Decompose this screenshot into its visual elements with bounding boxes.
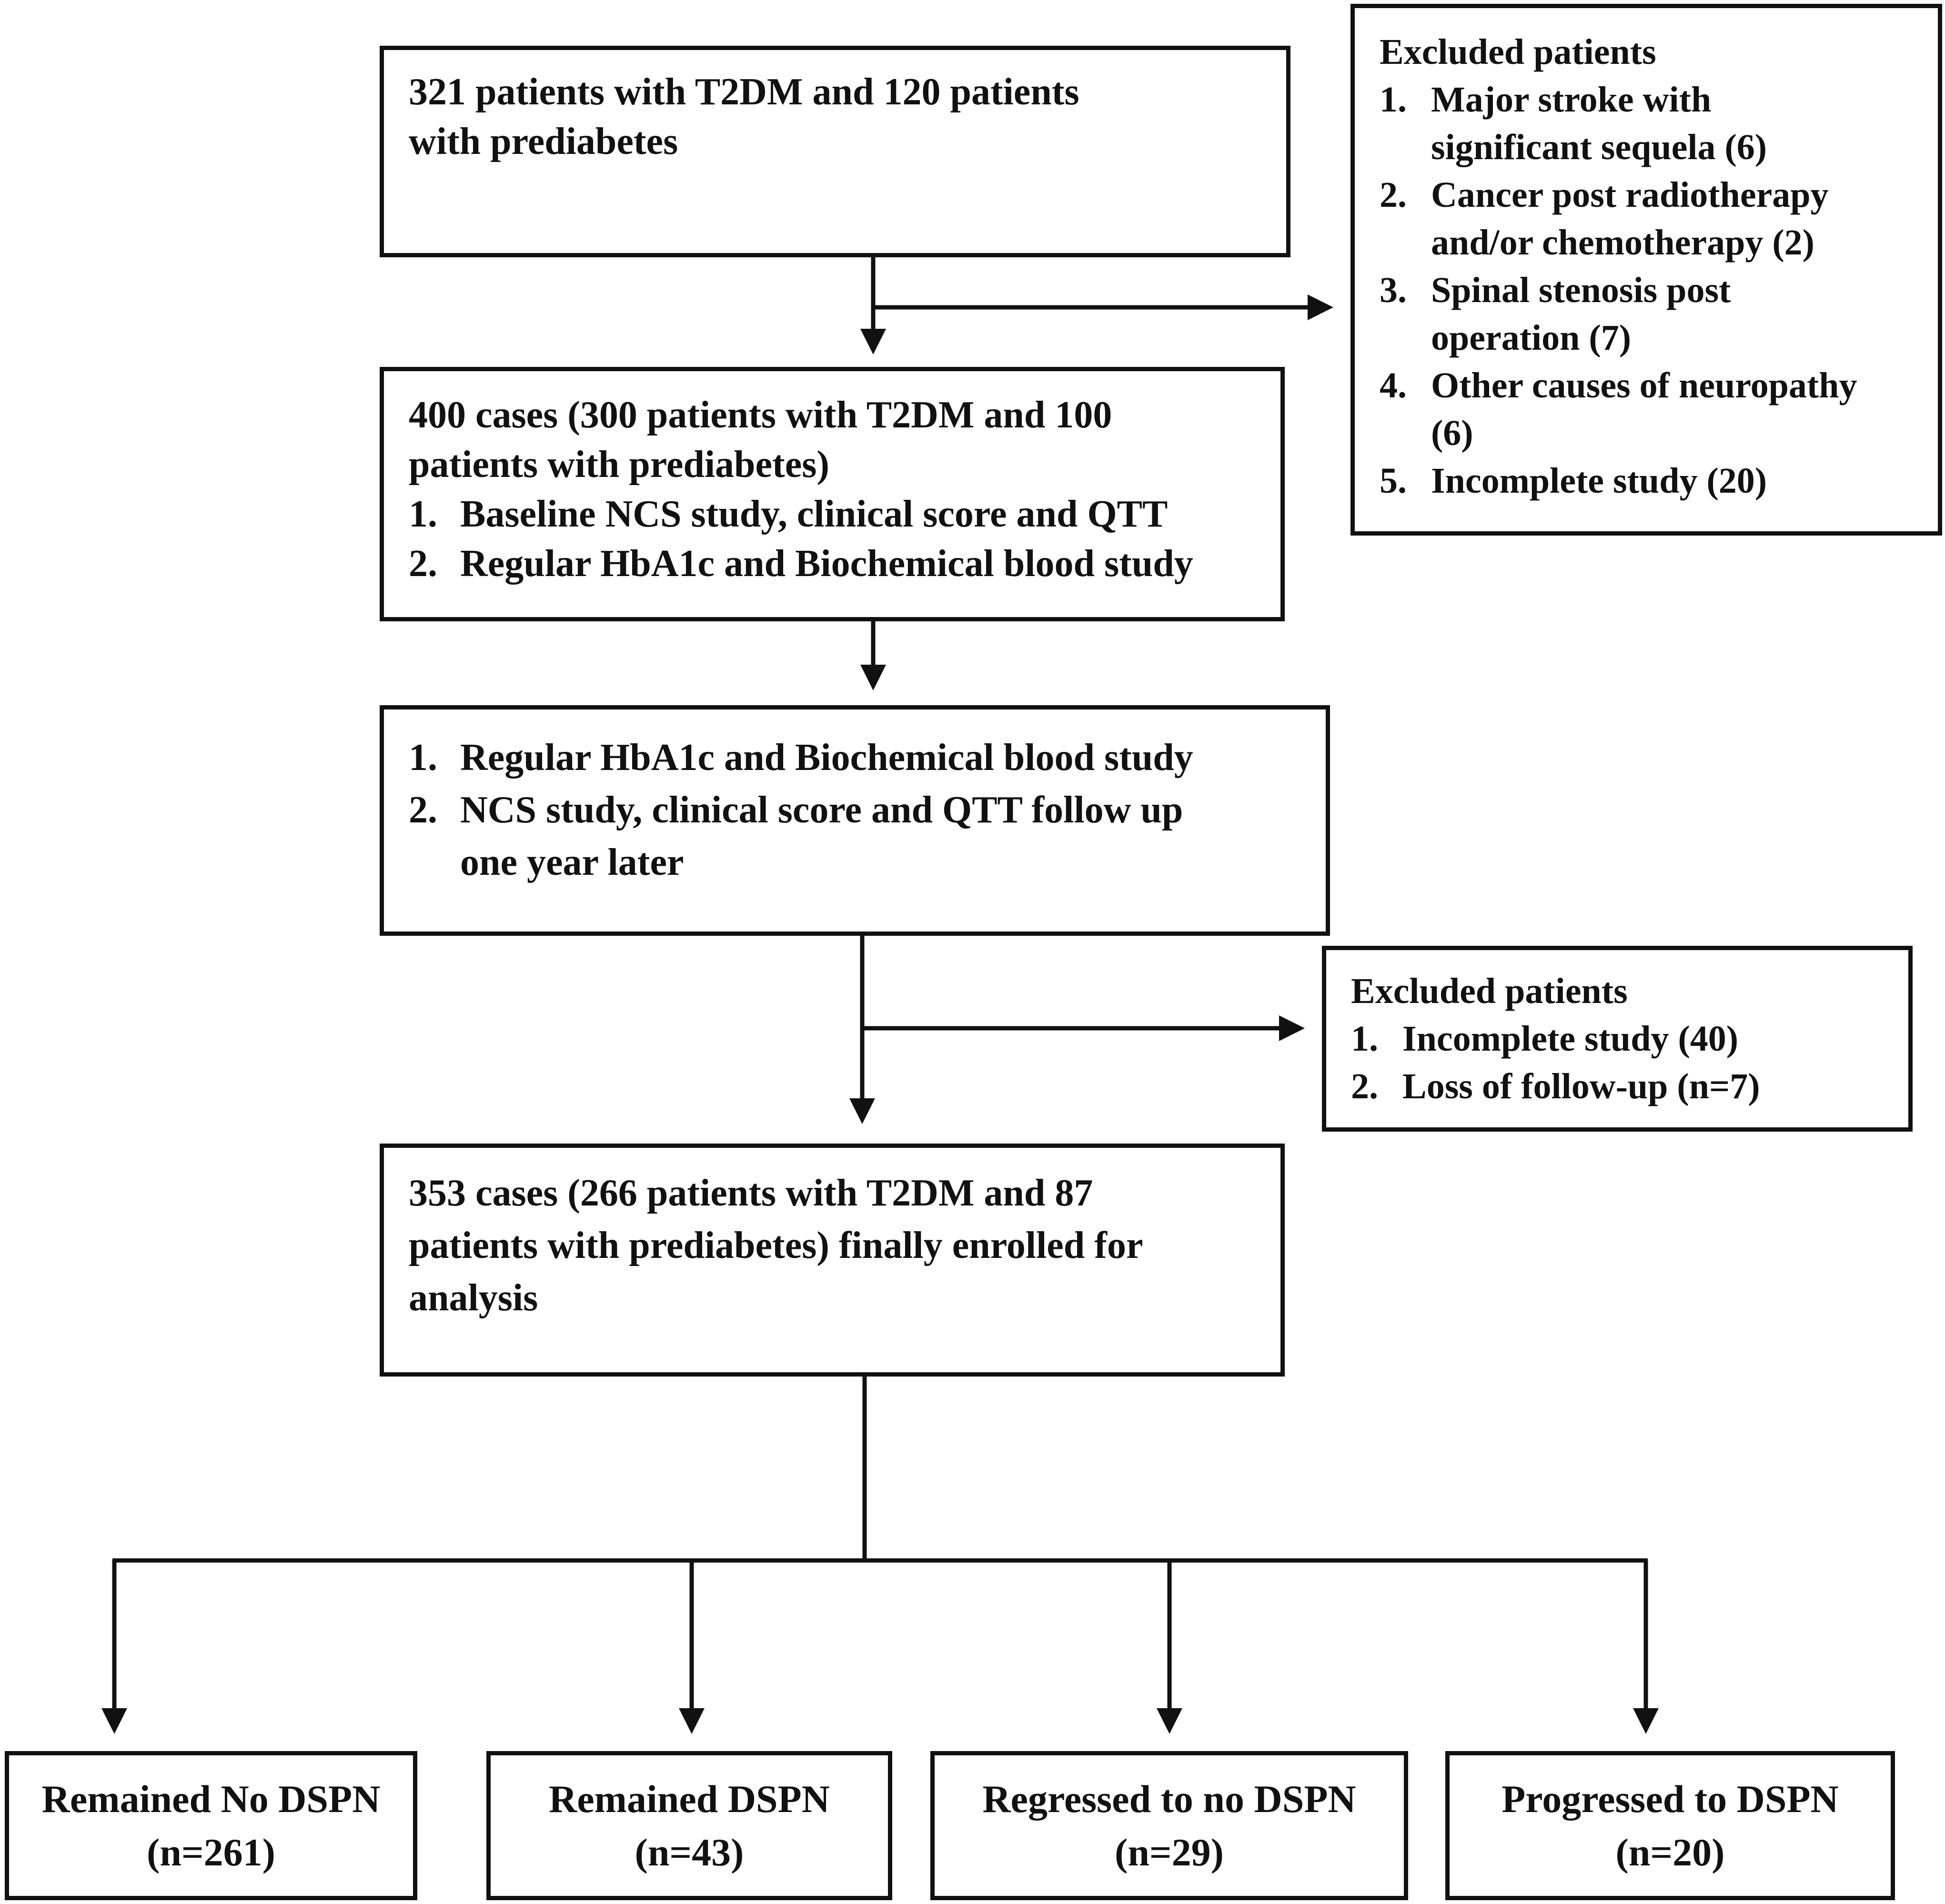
excluded-1-item-2: 2. Cancer post radiotherapy and/or chemo…	[1380, 175, 1829, 263]
followup-item-1: 1. Regular HbA1c and Biochemical blood s…	[409, 737, 1193, 779]
outcome-box-progressed-to-dspn: Progressed to DSPN (n=20)	[1445, 1751, 1895, 1900]
baseline-box: 400 cases (300 patients with T2DM and 10…	[380, 367, 1285, 621]
outcome-1-label: Remained No DSPN	[41, 1777, 381, 1821]
outcome-box-remained-dspn: Remained DSPN (n=43)	[486, 1751, 892, 1900]
excluded-1-item-4: 4. Other causes of neuropathy (6)	[1380, 365, 1857, 453]
excluded-2-list: 1. Incomplete study (40) 2. Loss of foll…	[1351, 1015, 1884, 1110]
start-line-1: 321 patients with T2DM and 120 patients	[409, 71, 1079, 113]
outcome-4-label: Progressed to DSPN	[1502, 1777, 1839, 1821]
excluded-patients-box-1: Excluded patients 1. Major stroke with s…	[1350, 4, 1942, 536]
excluded-1-item-5: 5. Incomplete study (20)	[1380, 461, 1767, 501]
outcome-1-count: (n=261)	[147, 1830, 275, 1874]
followup-box: 1. Regular HbA1c and Biochemical blood s…	[380, 705, 1330, 936]
enrolled-box: 353 cases (266 patients with T2DM and 87…	[380, 1144, 1285, 1377]
outcome-box-regressed-to-no-dspn: Regressed to no DSPN (n=29)	[930, 1751, 1408, 1900]
excluded-2-item-2: 2. Loss of follow-up (n=7)	[1351, 1066, 1760, 1106]
start-line-2: with prediabetes	[409, 121, 678, 162]
baseline-item-1: 1. Baseline NCS study, clinical score an…	[409, 493, 1168, 535]
outcome-3-count: (n=29)	[1115, 1830, 1224, 1874]
outcome-2-count: (n=43)	[635, 1830, 744, 1874]
outcome-3-label: Regressed to no DSPN	[982, 1777, 1356, 1821]
excluded-1-list: 1. Major stroke with significant sequela…	[1380, 76, 1913, 505]
baseline-list: 1. Baseline NCS study, clinical score an…	[409, 489, 1256, 588]
outcome-4-count: (n=20)	[1615, 1830, 1725, 1874]
enrolled-text: 353 cases (266 patients with T2DM and 87…	[409, 1172, 1143, 1319]
excluded-2-title: Excluded patients	[1351, 971, 1628, 1011]
outcome-box-remained-no-dspn: Remained No DSPN (n=261)	[5, 1751, 417, 1900]
followup-item-2: 2. NCS study, clinical score and QTT fol…	[409, 789, 1183, 883]
start-box-text: 321 patients with T2DM and 120 patients …	[409, 67, 1261, 166]
baseline-header: 400 cases (300 patients with T2DM and 10…	[409, 394, 1112, 486]
start-box: 321 patients with T2DM and 120 patients …	[380, 46, 1290, 257]
outcome-2-label: Remained DSPN	[549, 1777, 830, 1821]
followup-list: 1. Regular HbA1c and Biochemical blood s…	[409, 731, 1301, 889]
excluded-1-item-1: 1. Major stroke with significant sequela…	[1380, 80, 1767, 167]
excluded-2-item-1: 1. Incomplete study (40)	[1351, 1019, 1739, 1059]
baseline-item-2: 2. Regular HbA1c and Biochemical blood s…	[409, 543, 1193, 585]
excluded-patients-box-2: Excluded patients 1. Incomplete study (4…	[1322, 946, 1913, 1132]
excluded-1-title: Excluded patients	[1380, 32, 1656, 72]
excluded-1-item-3: 3. Spinal stenosis post operation (7)	[1380, 270, 1731, 358]
